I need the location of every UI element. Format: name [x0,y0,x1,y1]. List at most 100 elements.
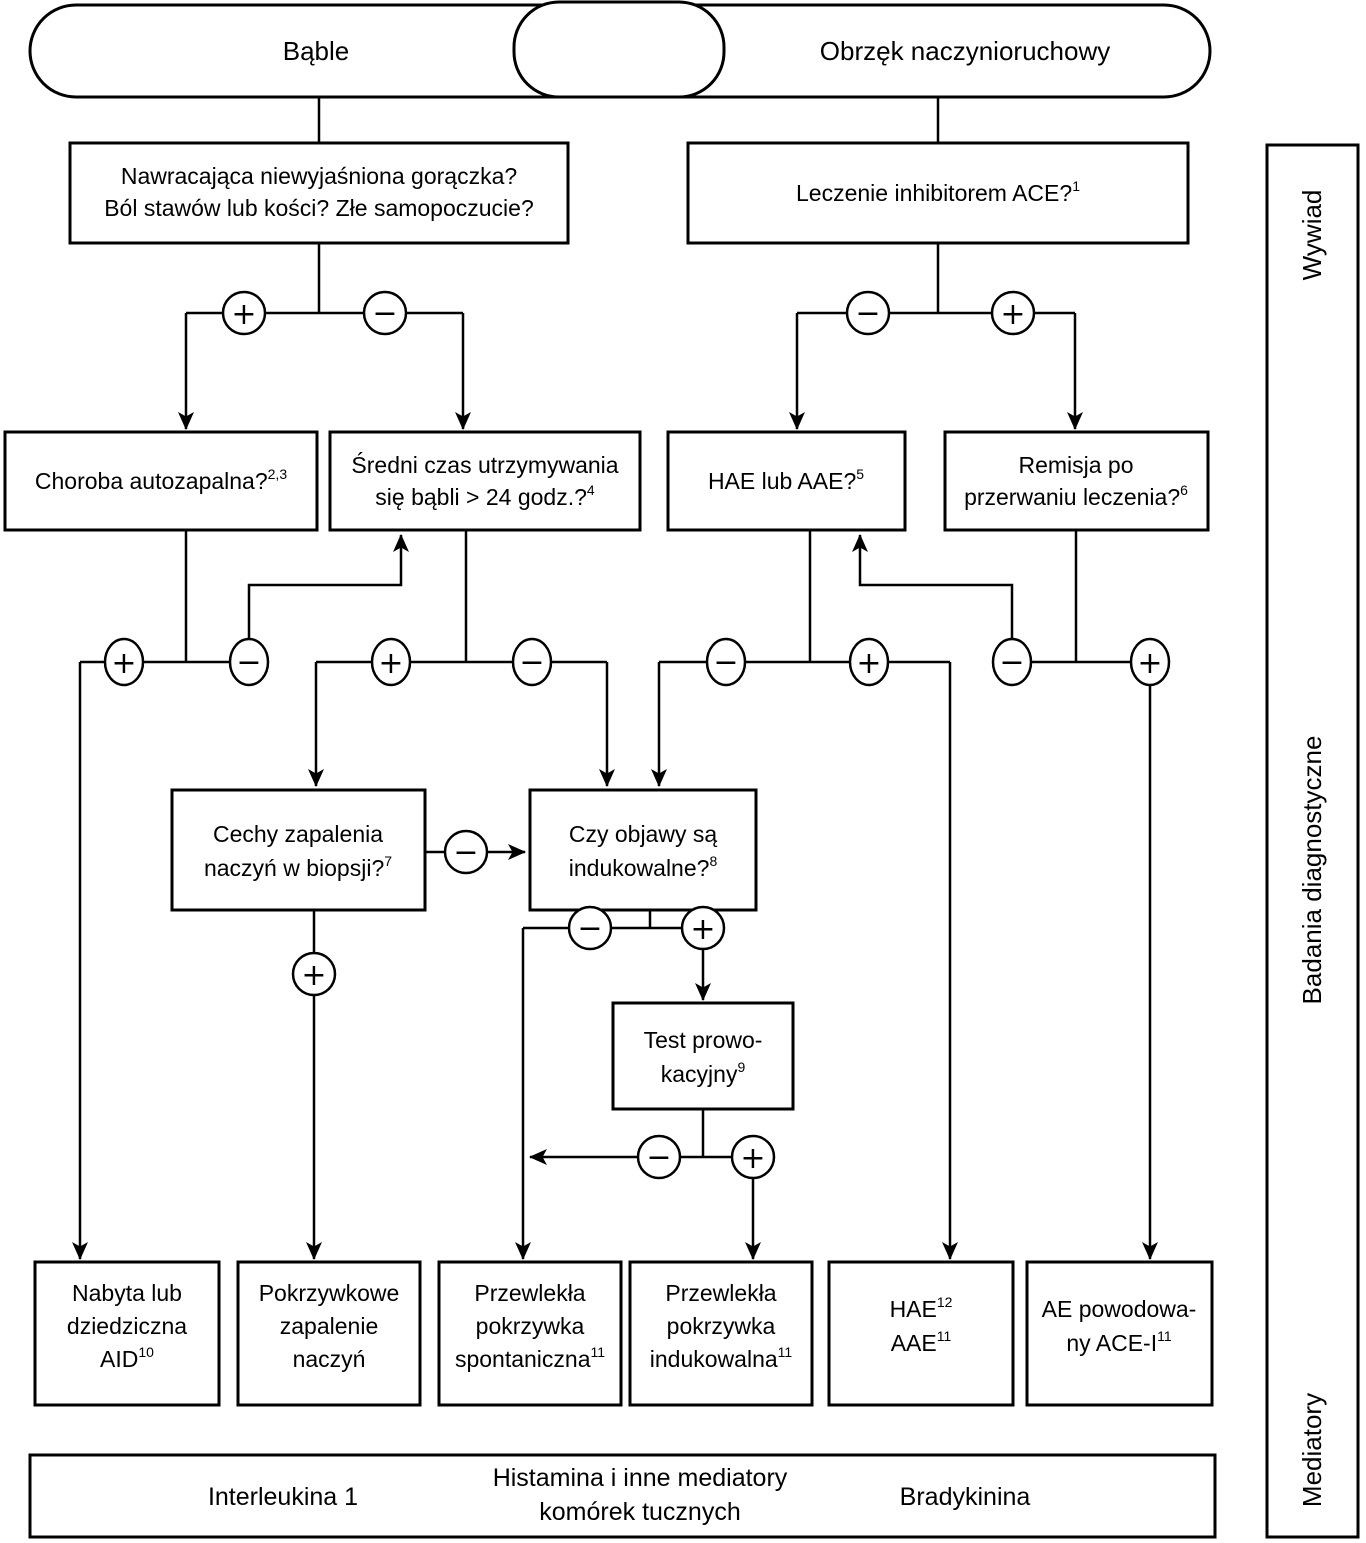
mediators-bar-box [28,1453,1217,1539]
node-fever-line1: Nawracająca niewyjaśniona gorączka? [121,163,517,189]
node-cindu: Przewlekła pokrzywka indukowalna11 [628,1260,814,1407]
node-duration-box [328,430,642,532]
header: Bąble Obrzęk naczynioruchowy [28,0,1212,99]
node-remission: Remisja po przerwaniu leczenia?6 [943,430,1210,532]
node-fever-line2: Ból stawów lub kości? Złe samopoczucie? [104,195,534,221]
node-aid-line2: dziedziczna [67,1313,187,1339]
node-inducible-line1: Czy objawy są [569,821,717,847]
node-aid-box [33,1260,221,1407]
plus-sign: + [690,912,715,947]
minus-sign: − [646,1140,671,1175]
node-ae-acei-box [1025,1260,1214,1407]
plus-sign: + [301,958,326,993]
node-vasculitis-line1: Pokrzywkowe [259,1280,400,1306]
node-ace-box [686,141,1190,245]
node-aid: Nabyta lub dziedziczna AID10 [33,1260,221,1407]
minus-circle: − [567,905,613,951]
minus-sign: − [577,911,602,946]
node-hae-aae-dx-line1: HAE12 [890,1294,953,1322]
minus-circle: − [228,637,270,687]
minus-sign: − [372,296,397,331]
decision-signs: + − − + + − + − − + − + − + − + − + [103,290,1171,1180]
plus-sign: + [740,1141,765,1176]
mediator-histamine-line1: Histamina i inne mediatory [493,1464,788,1492]
plus-sign: + [1137,646,1162,681]
node-hae-aae-dx-box [827,1260,1015,1407]
node-provocation-box [611,1001,795,1111]
plus-sign: + [1000,297,1025,332]
plus-circle: + [221,290,267,336]
node-hae-box [666,430,907,532]
node-csu-line3: spontaniczna11 [455,1344,605,1372]
node-vasculitis: Pokrzywkowe zapalenie naczyń [236,1260,422,1407]
node-autoinflammatory-label: Choroba autozapalna?2,3 [35,466,287,494]
node-hae-aae-dx: HAE12 AAE11 [827,1260,1015,1407]
node-remission-line1: Remisja po [1018,452,1133,478]
node-autoinflammatory-box [3,430,319,532]
phase-label-mediators: Mediatory [1297,1393,1327,1507]
plus-circle: + [730,1134,776,1180]
plus-circle: + [680,905,726,951]
node-cindu-line1: Przewlekła [665,1280,776,1306]
minus-circle: − [443,829,489,875]
node-ae-acei-line2: ny ACE-I11 [1066,1328,1172,1356]
phase-sidebar-box [1265,143,1360,1539]
plus-circle: + [103,637,145,687]
minus-sign: − [519,645,544,680]
node-vasculitis-line3: naczyń [293,1346,366,1372]
node-fever-box [68,141,570,245]
minus-circle: − [991,637,1033,687]
minus-circle: − [362,290,408,336]
node-inducible: Czy objawy są indukowalne?8 [528,788,758,912]
node-ae-acei: AE powodowa- ny ACE-I11 [1025,1260,1214,1407]
header-right-label: Obrzęk naczynioruchowy [820,36,1110,66]
node-provocation: Test prowo- kacyjny9 [611,1001,795,1111]
node-biopsy-line1: Cechy zapalenia [213,821,383,847]
minus-sign: − [999,645,1024,680]
mediator-interleukin: Interleukina 1 [208,1483,358,1511]
node-csu: Przewlekła pokrzywka spontaniczna11 [437,1260,623,1407]
node-remission-box [943,430,1210,532]
node-cindu-line3: indukowalna11 [650,1344,793,1372]
node-hae-label: HAE lub AAE?5 [708,466,864,494]
node-ace: Leczenie inhibitorem ACE?1 [686,141,1190,245]
node-aid-line3: AID10 [100,1344,154,1372]
minus-sign: − [453,835,478,870]
mediator-bradykinin: Bradykinina [900,1483,1031,1511]
node-remission-line2: przerwaniu leczenia?6 [964,482,1188,510]
plus-circle: + [1129,637,1171,687]
plus-sign: + [378,646,403,681]
node-provocation-line1: Test prowo- [644,1027,763,1053]
node-inducible-box [528,788,758,912]
phase-label-diagnostics: Badania diagnostyczne [1297,736,1327,1005]
plus-sign: + [111,646,136,681]
minus-circle: − [511,637,553,687]
plus-sign: + [856,646,881,681]
mediators-bar: Interleukina 1 Histamina i inne mediator… [28,1453,1217,1539]
node-vasculitis-line2: zapalenie [280,1313,378,1339]
node-hae-aae-dx-line2: AAE11 [891,1328,952,1356]
node-csu-box [437,1260,623,1407]
node-biopsy-line2: naczyń w biopsji?7 [204,853,392,881]
node-vasculitis-box [236,1260,422,1407]
connector-autoinflammatory-no-to-duration [247,534,409,662]
minus-sign: − [855,296,880,331]
mediator-histamine-line2: komórek tucznych [539,1498,740,1526]
node-csu-line1: Przewlekła [474,1280,585,1306]
node-ae-acei-line1: AE powodowa- [1042,1296,1197,1322]
node-biopsy-box [170,788,427,912]
node-duration-line1: Średni czas utrzymywania [351,451,618,478]
minus-sign: − [713,645,738,680]
header-middle-capsule [512,0,726,99]
node-cindu-box [628,1260,814,1407]
plus-circle: + [291,951,337,997]
node-csu-line2: pokrzywka [476,1313,585,1339]
plus-circle: + [990,290,1036,336]
node-autoinflammatory: Choroba autozapalna?2,3 [3,430,319,532]
header-left-label: Bąble [283,36,350,66]
node-fever: Nawracająca niewyjaśniona gorączka? Ból … [68,141,570,245]
phase-sidebar: Wywiad Badania diagnostyczne Mediatory [1265,143,1360,1539]
node-aid-line1: Nabyta lub [72,1280,182,1306]
